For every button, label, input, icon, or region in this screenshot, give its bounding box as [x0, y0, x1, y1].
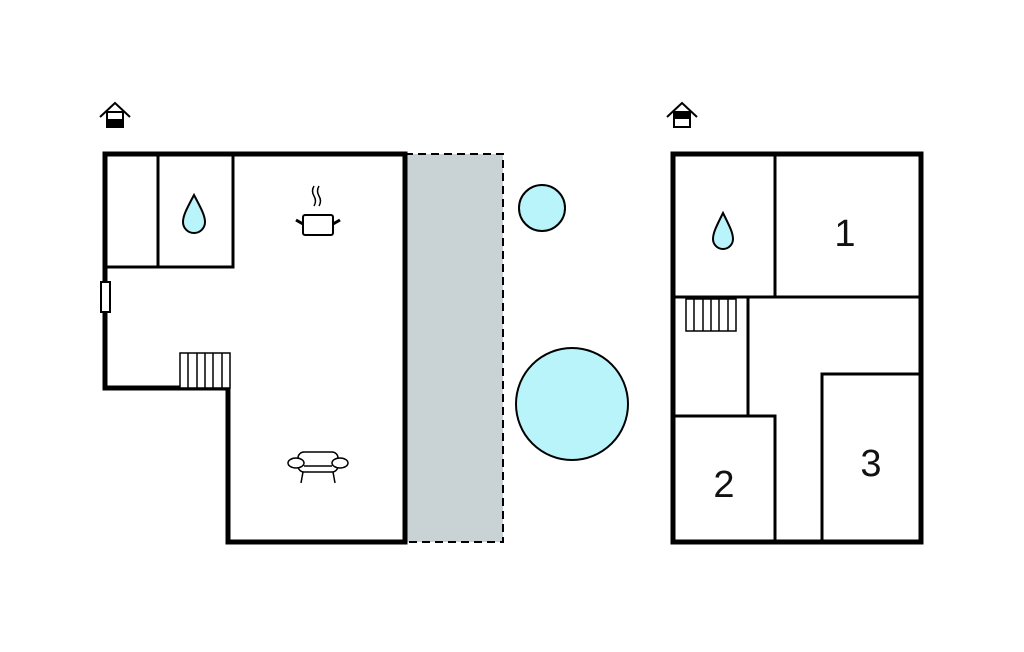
- room-2-label: 2: [713, 464, 734, 506]
- upper-floor-plan: 1 2 3: [670, 151, 924, 545]
- terrace: [404, 153, 504, 543]
- stairs-icon: [179, 352, 231, 389]
- hot-tub: [518, 184, 566, 232]
- bathroom-water-drop-icon: [181, 192, 207, 234]
- ground-floor-plan: [100, 151, 408, 545]
- room-1-label: 1: [834, 213, 855, 255]
- stairs-icon: [685, 298, 737, 332]
- living-room-sofa-icon: [287, 451, 349, 484]
- house-upper-floor-icon: [666, 101, 698, 128]
- room-3-label: 3: [860, 443, 881, 485]
- house-ground-floor-icon: [99, 101, 131, 128]
- kitchen-pot-icon: [295, 185, 341, 236]
- bathroom-water-drop-icon: [711, 210, 735, 250]
- pool: [515, 347, 629, 461]
- window: [100, 281, 111, 313]
